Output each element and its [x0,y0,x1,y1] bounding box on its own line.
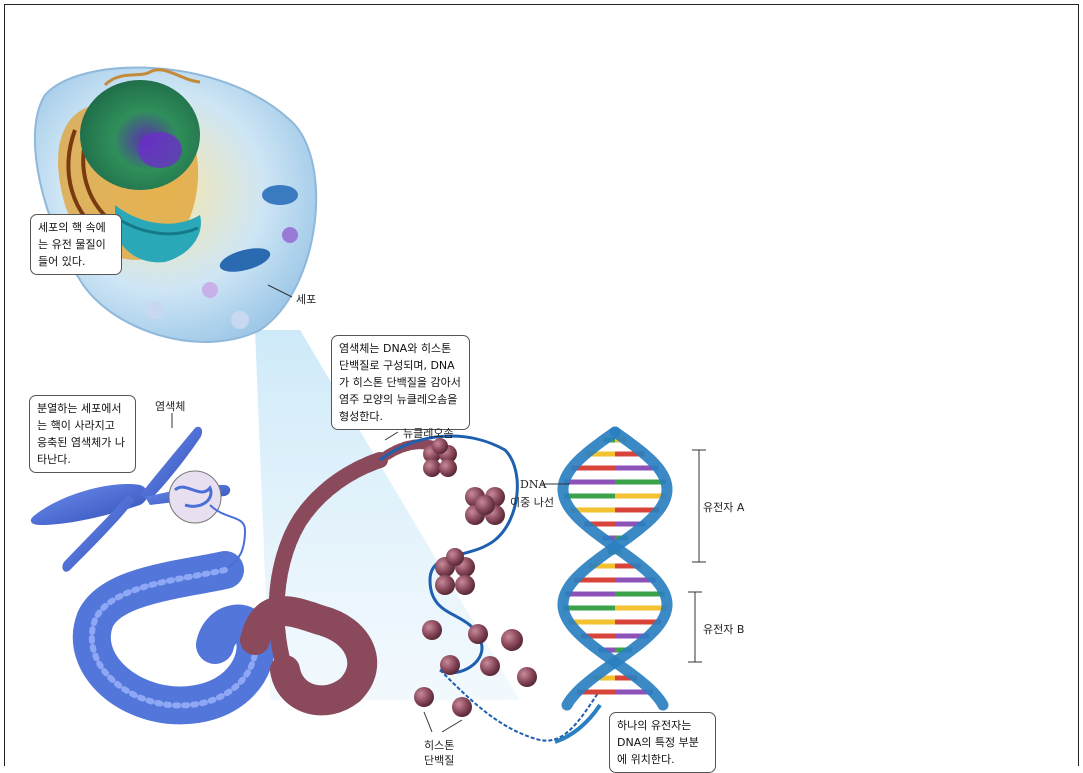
nucleus-callout: 세포의 핵 속에는 유전 물질이 들어 있다. [30,214,122,275]
base-pair [615,592,665,597]
base-pair [564,480,615,485]
histone-ball [422,620,442,640]
histone-ball [452,697,472,717]
nucleosome-label: 뉴클레오솜 [403,425,454,441]
base-pair [615,480,666,485]
base-pair [615,606,667,611]
histone-ball [414,687,434,707]
gene-location-callout: 하나의 유전자는 DNA의 특정 부분에 위치한다. [609,712,716,773]
gene-b-bracket [688,592,702,662]
base-pair [564,494,615,499]
gene-b-label: 유전자 B [703,621,744,637]
protein-label: 단백질 [424,752,454,768]
histone-ball [468,624,488,644]
base-pair [615,494,666,499]
dividing-cell-callout: 분열하는 세포에서는 핵이 사라지고 응축된 염색체가 나타난다. [29,395,136,473]
base-pair [565,592,615,597]
histone-ball [480,656,500,676]
nucleosome [465,487,505,525]
dna-label: DNA [520,478,546,491]
histone-ball [517,667,537,687]
chromosome-composition-callout: 염색체는 DNA와 히스톤 단백질로 구성되며, DNA가 히스톤 단백질을 감… [331,335,470,430]
cell-label: 세포 [296,291,316,307]
dna-helix [555,432,667,742]
histone-ball [501,629,523,651]
double-helix-label: 이중 나선 [510,494,554,510]
histone-label: 히스톤 [424,737,454,753]
nucleosome-leader [385,432,398,440]
gene-a-label: 유전자 A [703,499,744,515]
chromosome-label: 염색체 [155,398,185,414]
base-pair [563,606,615,611]
nucleosome [435,548,475,595]
cell-illustration [35,68,316,342]
